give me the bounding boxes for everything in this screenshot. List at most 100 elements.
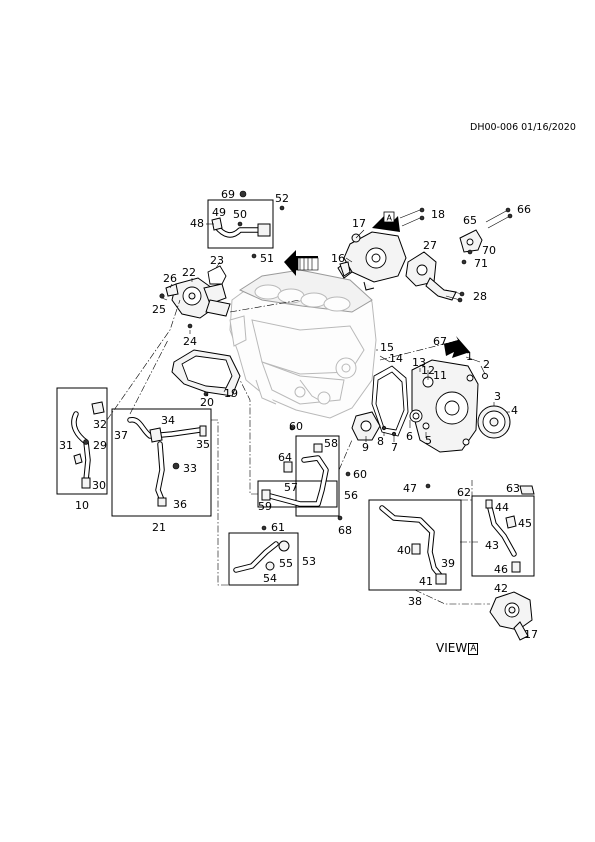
callout-43: 43	[485, 539, 499, 552]
callout-46: 46	[494, 563, 508, 576]
callout-62: 62	[457, 486, 471, 499]
callout-47: 47	[403, 482, 417, 495]
callout-13: 13	[412, 356, 426, 369]
callout-numbers: 1 2 3 4 5 6 7 8 9 10 11 12 13 14 15 16 1…	[59, 188, 538, 641]
callout-box-42	[471, 495, 535, 577]
callout-35: 35	[196, 438, 210, 451]
bracket-26	[165, 283, 179, 297]
bracket-65	[459, 207, 513, 265]
callout-6: 6	[406, 430, 413, 443]
callout-4: 4	[511, 404, 518, 417]
hose-10	[71, 401, 105, 489]
document-code: DH00-006 01/16/2020	[470, 122, 576, 133]
front-arrow-67	[444, 336, 470, 358]
callout-10: 10	[75, 499, 89, 512]
callout-36: 36	[173, 498, 187, 511]
callout-68: 68	[338, 524, 352, 537]
callout-64: 64	[278, 451, 292, 464]
callout-66: 66	[517, 203, 531, 216]
clip-69	[239, 190, 247, 198]
callout-24: 24	[183, 335, 197, 348]
connection-lines	[106, 299, 490, 605]
water-pump-9	[351, 411, 397, 441]
callout-50: 50	[233, 208, 247, 221]
hose-38	[379, 483, 447, 585]
callout-60: 60	[289, 420, 303, 433]
gasket-23	[207, 265, 227, 285]
callout-67: 67	[433, 335, 447, 348]
view-letter-box: A	[468, 643, 479, 655]
callout-59: 59	[258, 500, 272, 513]
callout-41: 41	[419, 575, 433, 588]
thermostat-housing-view-a	[489, 591, 533, 641]
callout-69: 69	[221, 188, 235, 201]
callout-28: 28	[473, 290, 487, 303]
callout-3: 3	[494, 390, 501, 403]
callout-5: 5	[425, 434, 432, 447]
bolts-18	[399, 207, 425, 227]
callout-19: 19	[224, 387, 238, 400]
view-label-text: VIEW	[436, 641, 468, 655]
callout-7: 7	[391, 441, 398, 454]
callout-box-53	[228, 532, 299, 586]
crank-pulley	[477, 405, 511, 439]
callout-1: 1	[466, 350, 473, 363]
callout-29: 29	[93, 439, 107, 452]
bolt-51	[251, 253, 257, 259]
front-arrow-left	[284, 250, 319, 276]
callout-33: 33	[183, 462, 197, 475]
callout-18: 18	[431, 208, 445, 221]
callout-17-view: 17	[524, 628, 538, 641]
timing-cover-assembly	[371, 359, 479, 453]
callout-65: 65	[463, 214, 477, 227]
callout-box-57	[295, 435, 340, 517]
callout-9: 9	[362, 441, 369, 454]
callout-49: 49	[212, 206, 226, 219]
callout-42: 42	[494, 582, 508, 595]
hose-56	[261, 425, 351, 521]
svg-text:A: A	[387, 214, 393, 223]
bolt-24	[187, 323, 193, 329]
callout-63: 63	[506, 482, 520, 495]
view-arrow-a: A	[372, 211, 400, 232]
callout-12: 12	[421, 364, 435, 377]
callout-44: 44	[495, 501, 509, 514]
callout-52: 52	[275, 192, 289, 205]
callout-56: 56	[344, 489, 358, 502]
callout-27: 27	[423, 239, 437, 252]
callout-2: 2	[483, 358, 490, 371]
callout-45: 45	[518, 517, 532, 530]
hose-21	[127, 417, 207, 507]
callout-61: 61	[271, 521, 285, 534]
callout-31: 31	[59, 439, 73, 452]
callout-55: 55	[279, 557, 293, 570]
callout-32: 32	[93, 418, 107, 431]
engine-block	[229, 269, 377, 419]
callout-26: 26	[163, 272, 177, 285]
thermostat-cover-27	[405, 251, 457, 301]
callout-16: 16	[331, 252, 345, 265]
callout-37: 37	[114, 429, 128, 442]
callout-15: 15	[380, 341, 394, 354]
callout-22: 22	[182, 266, 196, 279]
callout-39: 39	[441, 557, 455, 570]
callout-11: 11	[433, 369, 447, 382]
hose-42	[485, 485, 535, 573]
bolt-2	[482, 373, 488, 379]
callout-40: 40	[397, 544, 411, 557]
callout-57: 57	[284, 481, 298, 494]
seal-5	[422, 422, 430, 430]
callout-70: 70	[482, 244, 496, 257]
hose-53	[233, 525, 290, 573]
callout-25: 25	[152, 303, 166, 316]
heat-shield-19	[171, 349, 241, 397]
callout-54: 54	[263, 572, 277, 585]
callout-17: 17	[352, 217, 366, 230]
callout-8: 8	[377, 435, 384, 448]
hose-48	[211, 217, 271, 238]
callout-71: 71	[474, 257, 488, 270]
callout-30: 30	[92, 479, 106, 492]
bolt-52	[279, 205, 285, 211]
